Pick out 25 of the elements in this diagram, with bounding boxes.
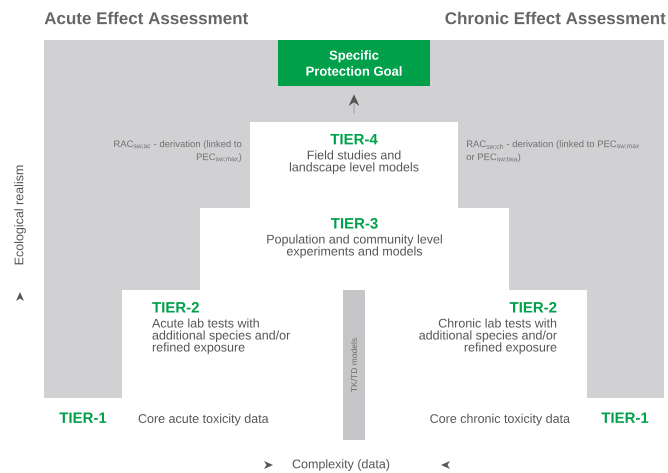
model-strip: TK/TD models	[343, 290, 365, 440]
node-label: TIER-3	[330, 218, 378, 229]
node-label: TIER-2	[152, 302, 199, 312]
axis-label: Ecological realism	[14, 166, 26, 264]
axis-label: Complexity (data)	[292, 459, 390, 471]
tier-box: TIER-3 Population and community level experiments and models	[200, 208, 509, 291]
node-label: Core acute toxicity data	[138, 414, 269, 426]
node-label: Acute lab tests with additional species and/or refined exposure	[152, 318, 290, 354]
section-heading: Acute Effect Assessment	[44, 12, 248, 24]
node-label: Population and community level experiments and models	[267, 234, 442, 258]
node-label: Chronic lab tests with additional species and/or refined exposure	[419, 318, 557, 354]
node-label: Core chronic toxicity data	[430, 414, 570, 426]
node-label: TIER-4	[330, 134, 378, 144]
goal-box: Specific Protection Goal	[278, 40, 430, 86]
node-label: TIER-1	[601, 412, 648, 423]
tier-box: TIER-2 Chronic lab tests with additional species and/or refined exposure	[365, 290, 588, 399]
node-label: TIER-1	[59, 412, 106, 423]
tier-box: TIER-4 Field studies and landscape level models	[250, 122, 458, 209]
node-label: TIER-2	[510, 302, 556, 312]
node-label: Field studies and landscape level models	[290, 150, 418, 174]
tier-box: TIER-1 Core acute toxicity data	[44, 398, 343, 440]
section-heading: Chronic Effect Assessment	[445, 12, 666, 24]
arrow	[348, 94, 360, 114]
tier-box: Core chronic toxicity data TIER-1	[365, 398, 664, 440]
tier-box: TIER-2 Acute lab tests with additional species and/or refined exposure	[122, 290, 343, 399]
